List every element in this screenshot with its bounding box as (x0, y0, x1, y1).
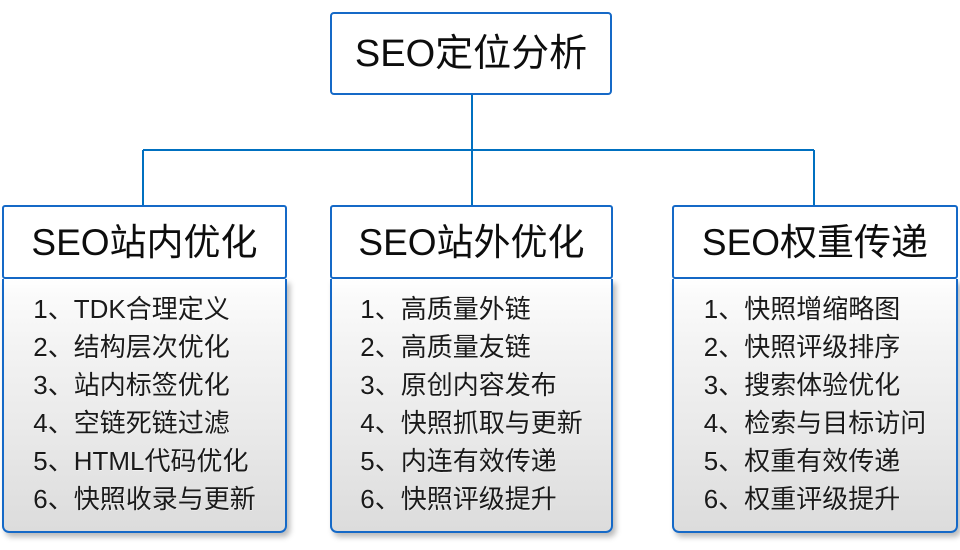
list-item: 5、HTML代码优化 (33, 446, 249, 476)
root-node[interactable]: SEO定位分析 (330, 12, 612, 95)
list-item: 6、快照收录与更新 (33, 484, 256, 514)
list-item: 6、快照评级提升 (360, 484, 557, 514)
branch-column-1: SEO站内优化 1、TDK合理定义 2、结构层次优化 3、站内标签优化 4、空链… (2, 205, 287, 533)
branch-item-list-3: 1、快照增缩略图 2、快照评级排序 3、搜索体验优化 4、检索与目标访问 5、权… (704, 291, 926, 517)
branch-body-1: 1、TDK合理定义 2、结构层次优化 3、站内标签优化 4、空链死链过滤 5、H… (2, 279, 287, 533)
list-item: 4、检索与目标访问 (703, 408, 927, 438)
branch-body-3: 1、快照增缩略图 2、快照评级排序 3、搜索体验优化 4、检索与目标访问 5、权… (672, 279, 958, 533)
list-item: 3、原创内容发布 (360, 370, 557, 400)
branch-column-2: SEO站外优化 1、高质量外链 2、高质量友链 3、原创内容发布 4、快照抓取与… (330, 205, 613, 533)
branch-header-label-1: SEO站内优化 (31, 221, 258, 263)
branch-body-2: 1、高质量外链 2、高质量友链 3、原创内容发布 4、快照抓取与更新 5、内连有… (330, 279, 613, 533)
branch-column-3: SEO权重传递 1、快照增缩略图 2、快照评级排序 3、搜索体验优化 4、检索与… (672, 205, 958, 533)
branch-header-label-3: SEO权重传递 (701, 221, 929, 263)
branch-item-list-2: 1、高质量外链 2、高质量友链 3、原创内容发布 4、快照抓取与更新 5、内连有… (360, 291, 582, 517)
list-item: 4、空链死链过滤 (33, 408, 230, 438)
list-item: 6、权重评级提升 (703, 484, 901, 514)
list-item: 5、权重有效传递 (703, 446, 901, 476)
list-item: 5、内连有效传递 (360, 446, 557, 476)
list-item: 4、快照抓取与更新 (360, 408, 583, 438)
branch-header-label-2: SEO站外优化 (358, 221, 585, 263)
list-item: 1、快照增缩略图 (703, 294, 901, 324)
list-item: 2、高质量友链 (360, 332, 531, 362)
branch-header-1[interactable]: SEO站内优化 (2, 205, 287, 279)
branch-header-2[interactable]: SEO站外优化 (330, 205, 613, 279)
list-item: 3、搜索体验优化 (703, 370, 901, 400)
list-item: 3、站内标签优化 (33, 370, 230, 400)
branch-header-3[interactable]: SEO权重传递 (672, 205, 958, 279)
branch-item-list-1: 1、TDK合理定义 2、结构层次优化 3、站内标签优化 4、空链死链过滤 5、H… (33, 291, 255, 517)
root-node-label: SEO定位分析 (354, 32, 588, 75)
list-item: 2、结构层次优化 (33, 332, 230, 362)
list-item: 1、高质量外链 (360, 294, 531, 324)
list-item: 2、快照评级排序 (703, 332, 901, 362)
list-item: 1、TDK合理定义 (33, 294, 230, 324)
